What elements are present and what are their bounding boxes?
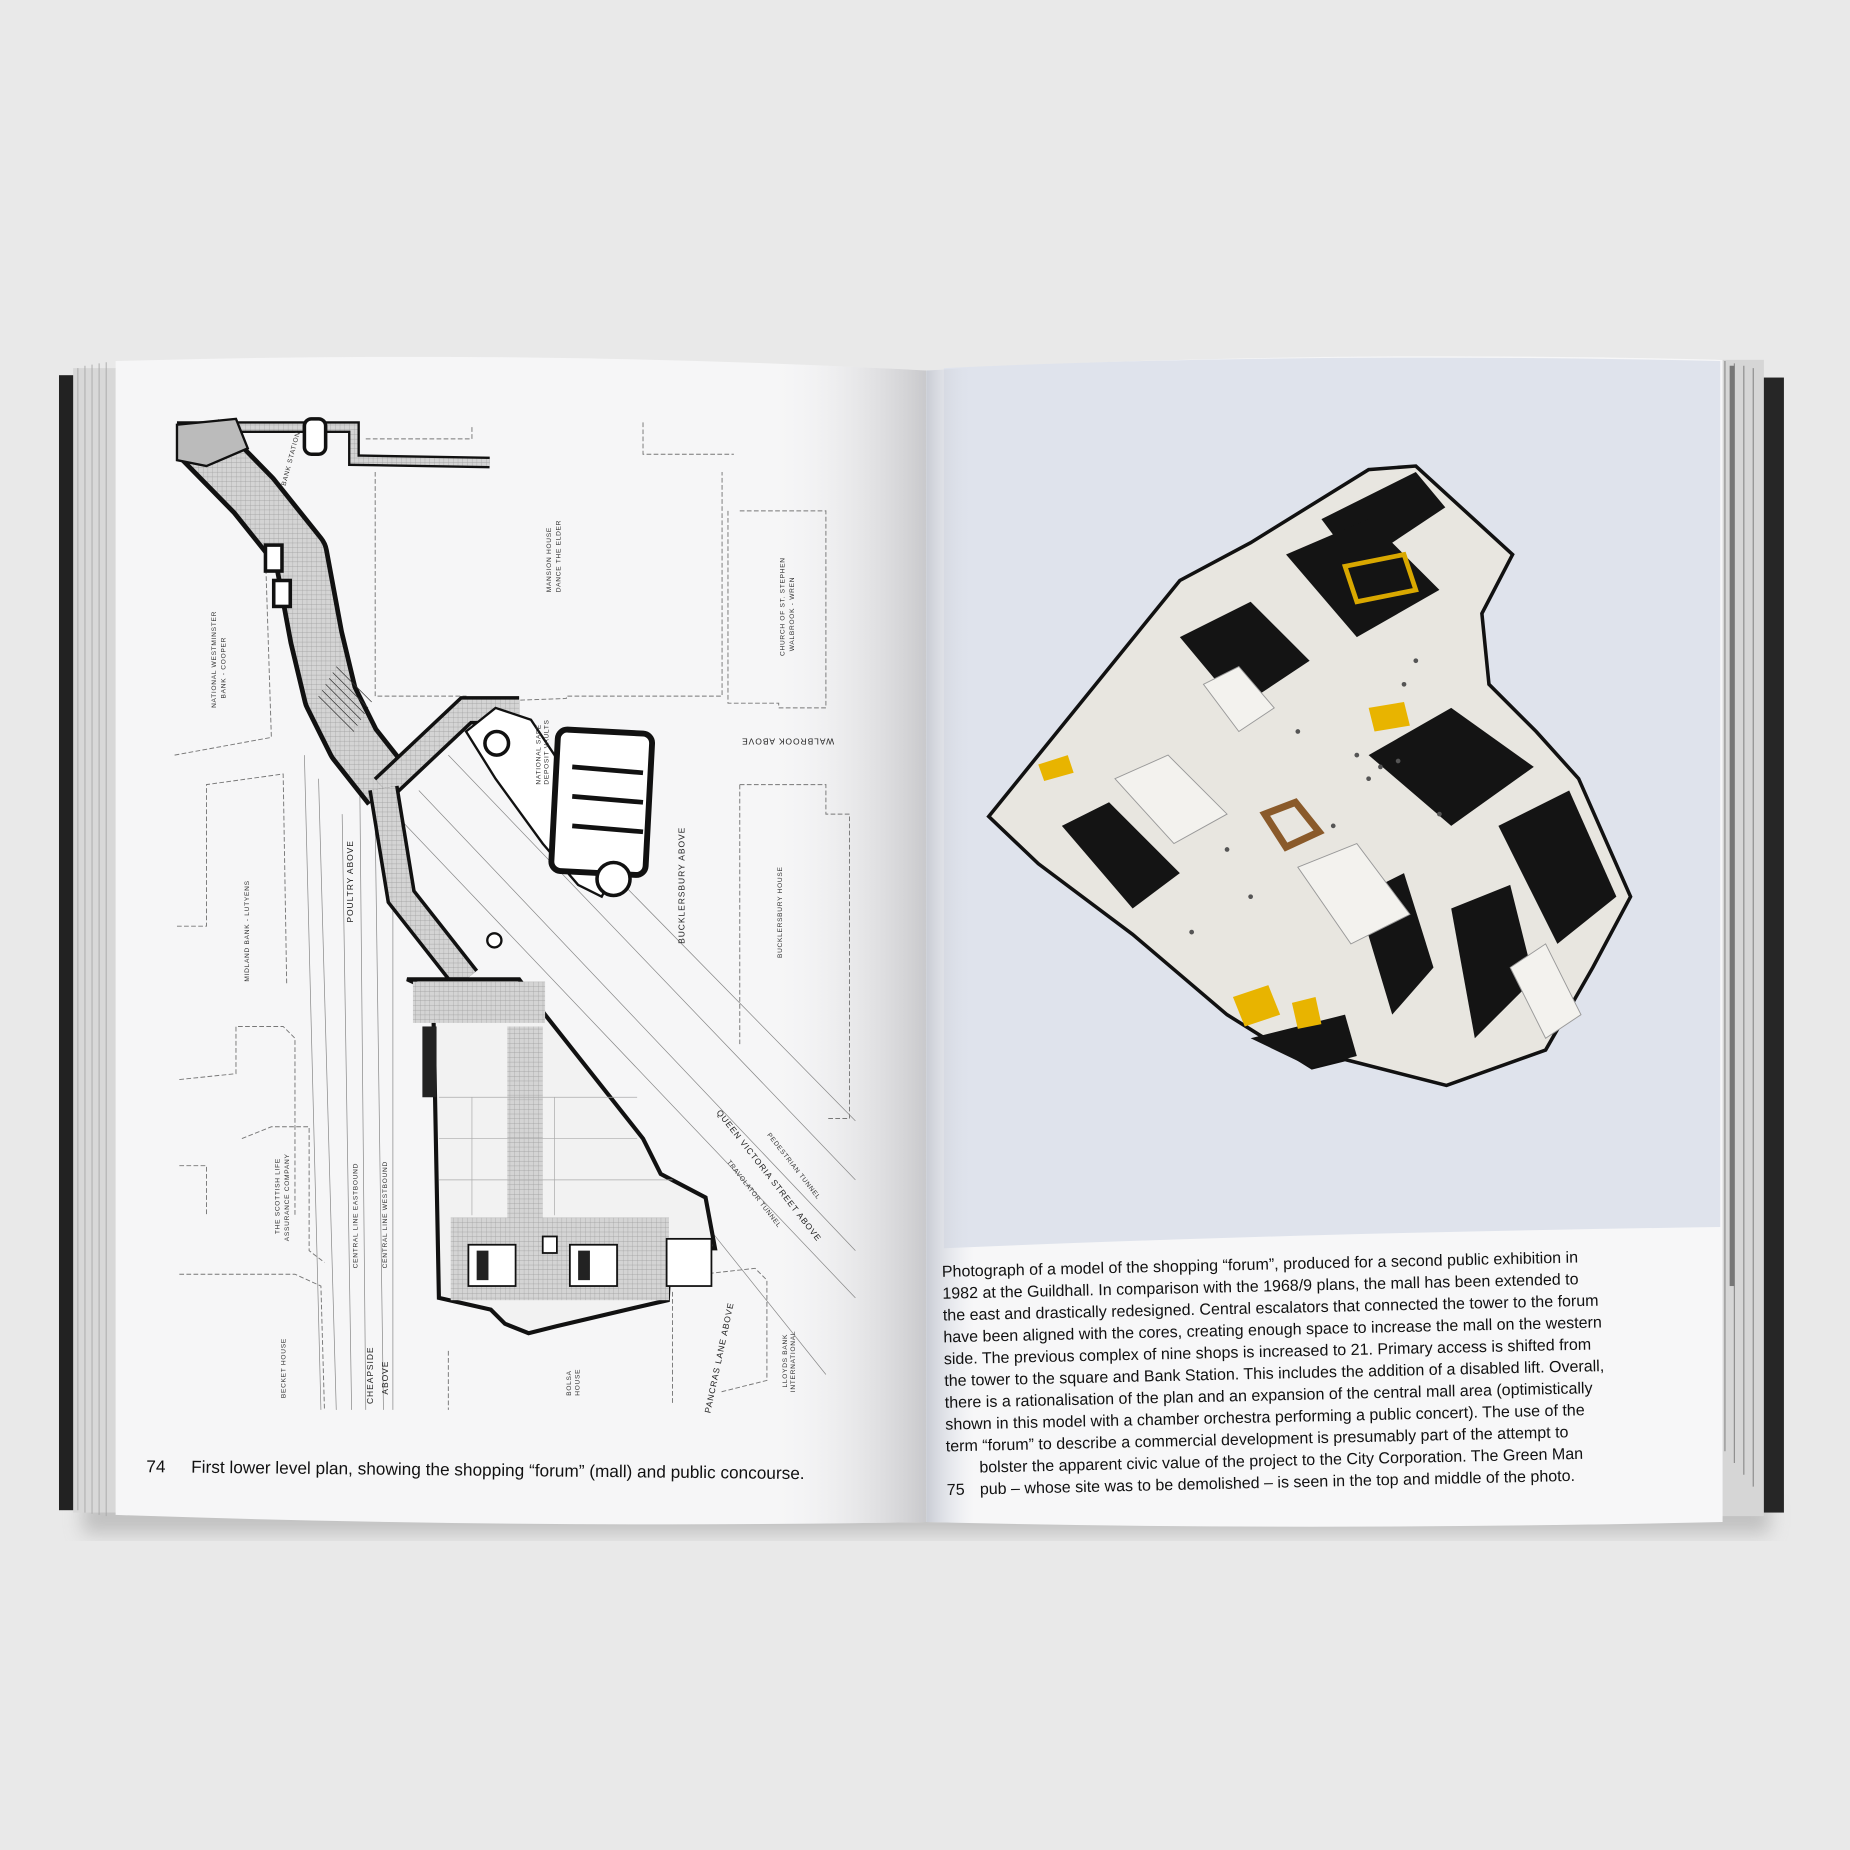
label-midland: MIDLAND BANK - LUTYENS	[244, 880, 251, 981]
label-natwest-2: BANK - COOPER	[220, 637, 227, 699]
label-central-eastbound: CENTRAL LINE EASTBOUND	[352, 1163, 359, 1268]
label-central-westbound: CENTRAL LINE WESTBOUND	[382, 1161, 389, 1268]
label-poultry: POULTRY ABOVE	[345, 840, 355, 923]
caption-right: Photograph of a model of the shopping “f…	[942, 1248, 1605, 1499]
label-natwest-1: NATIONAL WESTMINSTER	[211, 611, 218, 708]
label-bolsa-2: HOUSE	[574, 1369, 581, 1396]
page-number-left: 74	[146, 1456, 166, 1476]
label-lloyds-1: LLOYDS BANK	[782, 1334, 789, 1388]
label-scottish-life-1: THE SCOTTISH LIFE	[275, 1158, 282, 1234]
label-bucklersbury-house: BUCKLERSBURY HOUSE	[777, 866, 784, 958]
label-mansion-house-2: DANCE THE ELDER	[555, 520, 562, 592]
label-church-1: CHURCH OF ST. STEPHEN	[780, 557, 787, 656]
label-becket-house: BECKET HOUSE	[281, 1338, 288, 1398]
label-bolsa-1: BOLSA	[566, 1370, 573, 1396]
model-photo	[986, 464, 1633, 1088]
label-vaults-1: NATIONAL SAFE	[535, 724, 542, 785]
label-bucklersbury-above: BUCKLERSBURY ABOVE	[676, 827, 686, 944]
label-lloyds-2: INTERNATIONAL	[790, 1331, 797, 1392]
page-edges-left	[73, 362, 121, 1517]
page-number-right: 75	[947, 1481, 965, 1499]
label-church-2: WALBROOK - WREN	[789, 577, 796, 651]
label-walbrook: WALBROOK ABOVE	[741, 737, 834, 747]
label-scottish-life-2: ASSURANCE COMPANY	[284, 1153, 291, 1241]
label-mansion-house-1: MANSION HOUSE	[546, 527, 553, 592]
label-vaults-2: DEPOSIT VAULTS	[544, 719, 551, 784]
label-cheapside-1: CHEAPSIDE	[365, 1346, 375, 1404]
page-edges-right	[1716, 359, 1764, 1517]
label-cheapside-2: ABOVE	[380, 1361, 390, 1395]
